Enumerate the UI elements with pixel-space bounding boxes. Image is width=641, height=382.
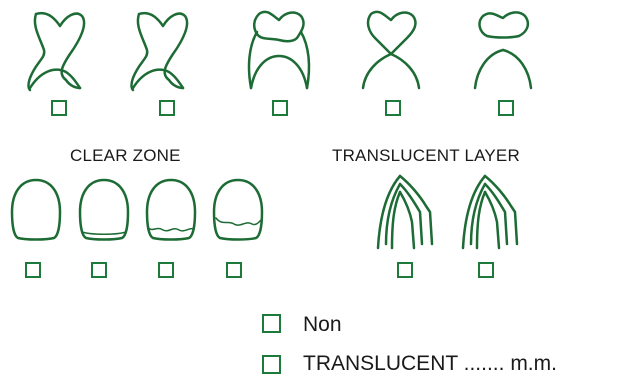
tooth-form-1-icon bbox=[22, 8, 102, 93]
clear-zone-label: CLEAR ZONE bbox=[70, 146, 181, 166]
translucent-layer-label: TRANSLUCENT LAYER bbox=[332, 146, 520, 166]
tooth-form-4-checkbox[interactable] bbox=[385, 100, 401, 116]
clear-zone-2-icon bbox=[76, 178, 132, 242]
tooth-form-1-checkbox[interactable] bbox=[51, 100, 67, 116]
clear-zone-4-checkbox[interactable] bbox=[226, 262, 242, 278]
clear-zone-3-icon bbox=[143, 178, 199, 242]
tooth-form-2-icon bbox=[125, 8, 205, 93]
tooth-form-3-checkbox[interactable] bbox=[272, 100, 288, 116]
tooth-form-2-checkbox[interactable] bbox=[159, 100, 175, 116]
translucent-layer-2-checkbox[interactable] bbox=[478, 262, 494, 278]
translucent-layer-1-icon bbox=[370, 172, 440, 252]
clear-zone-2-checkbox[interactable] bbox=[91, 262, 107, 278]
clear-zone-1-checkbox[interactable] bbox=[25, 262, 41, 278]
option-non-label: Non bbox=[303, 313, 342, 337]
option-non-checkbox[interactable] bbox=[262, 314, 281, 333]
clear-zone-3-checkbox[interactable] bbox=[158, 262, 174, 278]
tooth-form-4-icon bbox=[357, 6, 427, 91]
tooth-form-5-checkbox[interactable] bbox=[498, 100, 514, 116]
tooth-form-3-icon bbox=[245, 6, 315, 91]
tooth-form-5-icon bbox=[469, 6, 539, 91]
translucent-layer-2-icon bbox=[455, 172, 525, 252]
option-translucent-checkbox[interactable] bbox=[262, 355, 281, 374]
translucent-layer-1-checkbox[interactable] bbox=[397, 262, 413, 278]
option-translucent-label: TRANSLUCENT ....... m.m. bbox=[303, 352, 557, 376]
clear-zone-4-icon bbox=[210, 178, 266, 242]
clear-zone-1-icon bbox=[8, 178, 64, 242]
